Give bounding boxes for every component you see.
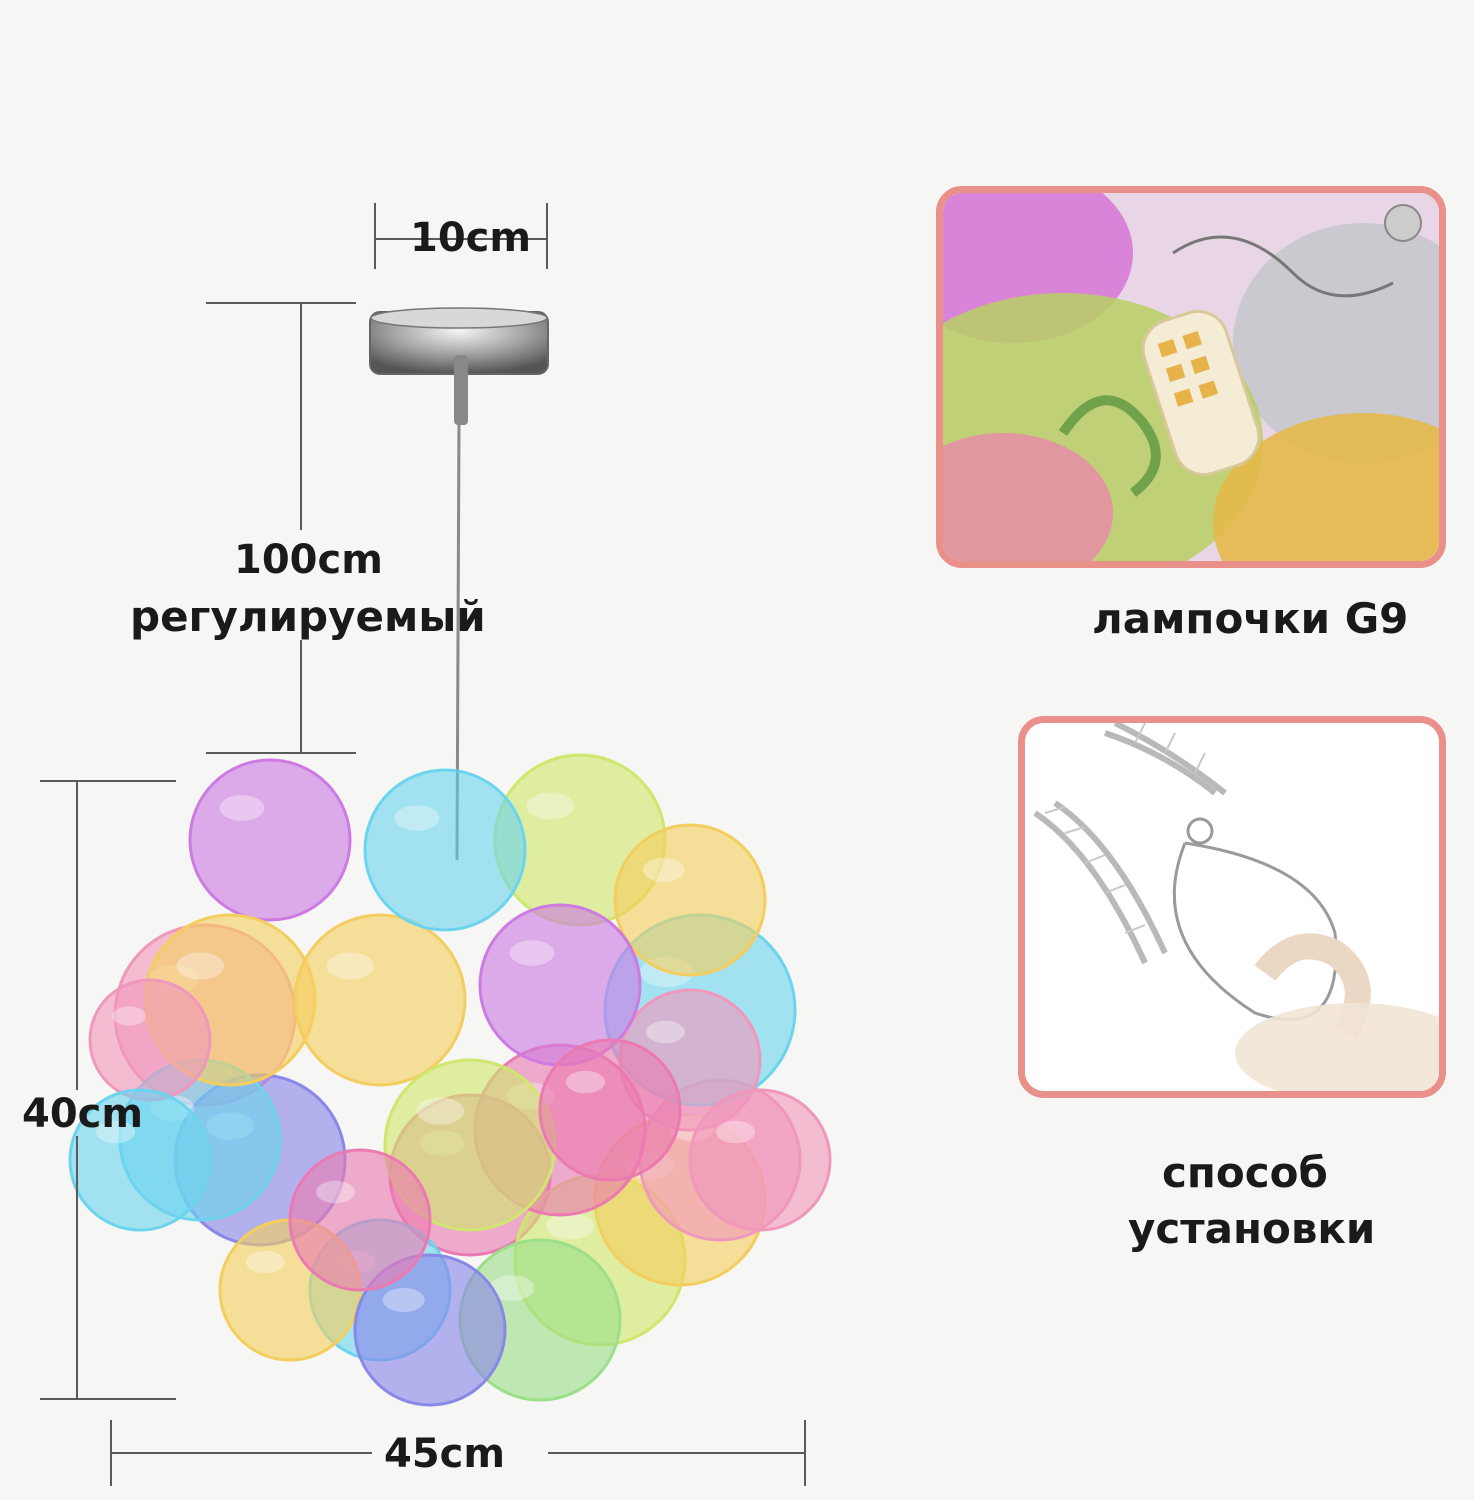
globe-highlight: [176, 952, 225, 980]
glass-globe: [68, 1088, 212, 1232]
width-label: 45cm: [384, 1431, 506, 1477]
ceiling-canopy: [369, 307, 549, 425]
glass-globe: [363, 768, 527, 932]
height-label: 40cm: [22, 1091, 144, 1137]
bulb-caption: лампочки G9: [1092, 594, 1409, 643]
globe-highlight: [565, 1070, 606, 1094]
height-line-lower: [76, 1136, 78, 1400]
bulb-detail-photo: [936, 186, 1446, 568]
width-line-right: [548, 1452, 806, 1454]
cord-adjustable-label: регулируемый: [130, 592, 486, 641]
cord-length-label: 100cm: [234, 537, 383, 583]
installation-detail-image: [1025, 723, 1439, 1091]
globe-highlight: [416, 1097, 465, 1125]
globe-highlight: [315, 1180, 356, 1204]
bulb-detail-image: [943, 193, 1439, 561]
height-line-upper: [76, 780, 78, 1090]
globe-highlight: [509, 940, 555, 966]
globe-highlight: [382, 1288, 425, 1312]
cord-length-line-lower: [300, 640, 302, 754]
globe-highlight: [526, 792, 575, 820]
width-line-left: [110, 1452, 372, 1454]
globe-highlight: [326, 952, 375, 980]
install-caption-line2: установки: [1128, 1204, 1376, 1253]
glass-globe-cluster: [68, 753, 832, 1407]
globe-highlight: [219, 795, 265, 821]
canopy-width-tick-left: [374, 203, 376, 269]
canopy-width-tick-right: [546, 203, 548, 269]
glass-globe: [188, 758, 352, 922]
install-caption-line1: способ: [1162, 1148, 1328, 1197]
globe-highlight: [245, 1250, 286, 1274]
globe-highlight: [95, 1120, 136, 1144]
globe-highlight: [642, 858, 685, 882]
globe-highlight: [112, 1006, 146, 1026]
glass-globe: [353, 1253, 507, 1407]
glass-globe: [613, 823, 767, 977]
glass-globe: [688, 1088, 832, 1232]
canopy-width-label: 10cm: [410, 215, 532, 261]
globe-highlight: [715, 1120, 756, 1144]
glass-globe: [288, 1148, 432, 1292]
cord-length-tick-top: [206, 302, 356, 304]
globe-highlight: [394, 805, 440, 831]
installation-detail-photo: [1018, 716, 1446, 1098]
canopy-width-line: [374, 238, 548, 240]
globe-highlight: [546, 1212, 595, 1240]
height-tick-top: [40, 780, 176, 782]
height-tick-bottom: [40, 1398, 176, 1400]
globe-highlight: [489, 1275, 535, 1301]
glass-globe: [293, 913, 467, 1087]
glass-globe: [538, 1038, 682, 1182]
glass-globe: [88, 978, 212, 1102]
globe-highlight: [645, 1020, 686, 1044]
cord-length-line-upper: [300, 302, 302, 530]
cord-length-tick-bottom: [206, 752, 356, 754]
